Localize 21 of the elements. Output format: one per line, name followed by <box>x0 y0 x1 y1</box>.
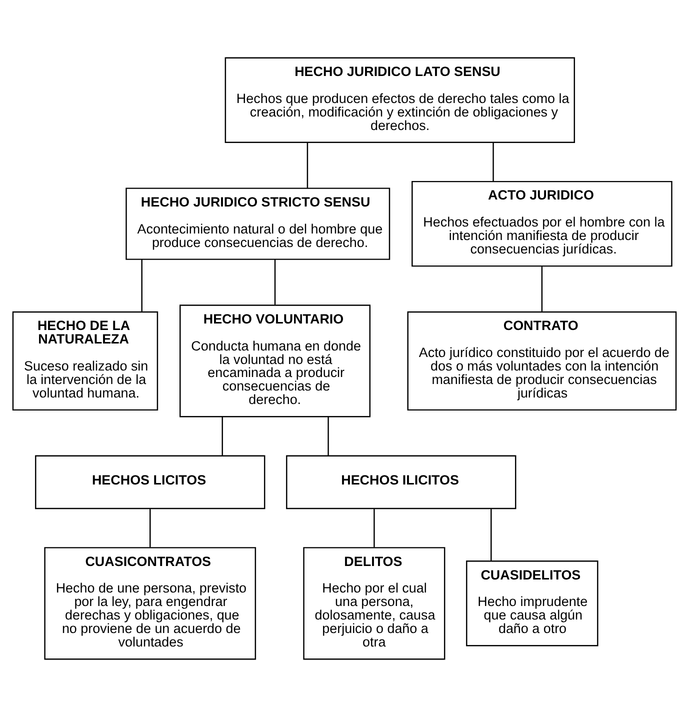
connector <box>274 258 276 304</box>
node-box: HECHOS ILICITOS <box>286 454 516 509</box>
node-box: HECHO JURIDICO LATO SENSU Hechos que producen efectos de derecho tales como la creación, modificación y extinción de obligaciones y derechos. <box>224 56 575 142</box>
connector <box>306 142 308 188</box>
connector <box>374 508 375 547</box>
node-box: CUASIDELITOS Hecho imprudente que causa algún daño a otro <box>466 560 598 646</box>
node-box: ACTO JURIDICO Hechos efectuados por el hombre con la intención manifiesta de producir consecuencias jurídicas. <box>412 180 672 266</box>
connector <box>222 416 223 456</box>
connector <box>490 508 492 560</box>
node-box: CUASICONTRATOS Hecho de une persona, previsto por la ley, para engendrar derechas y obligaciones, que no proviene de un acuerdo de voluntades <box>44 546 256 660</box>
node-box: HECHO DE LA NATURALEZA Suceso realizado sin la intervención de la voluntad humana. <box>12 310 158 410</box>
node-box: CONTRATO Acto jurídico constituido por el acuerdo de dos o más voluntades con la intención manifiesta de producir consecuencias jurídicas <box>407 310 677 410</box>
node-box: HECHO VOLUNTARIO Conducta humana en donde la voluntad no está encaminada a producir consecuencias de derecho. <box>180 304 371 417</box>
connector <box>492 142 494 181</box>
node-box: DELITOS Hecho por el cual una persona, dolosamente, causa perjuicio o daño a otra <box>303 546 446 660</box>
connector <box>541 266 543 312</box>
node-box: HECHOS LICITOS <box>35 454 266 509</box>
connector <box>328 416 329 456</box>
connector <box>141 258 142 312</box>
connector <box>150 508 151 547</box>
node-box: HECHO JURIDICO STRICTO SENSU Acontecimiento natural o del hombre que produce consecuencias de derecho. <box>126 187 390 260</box>
